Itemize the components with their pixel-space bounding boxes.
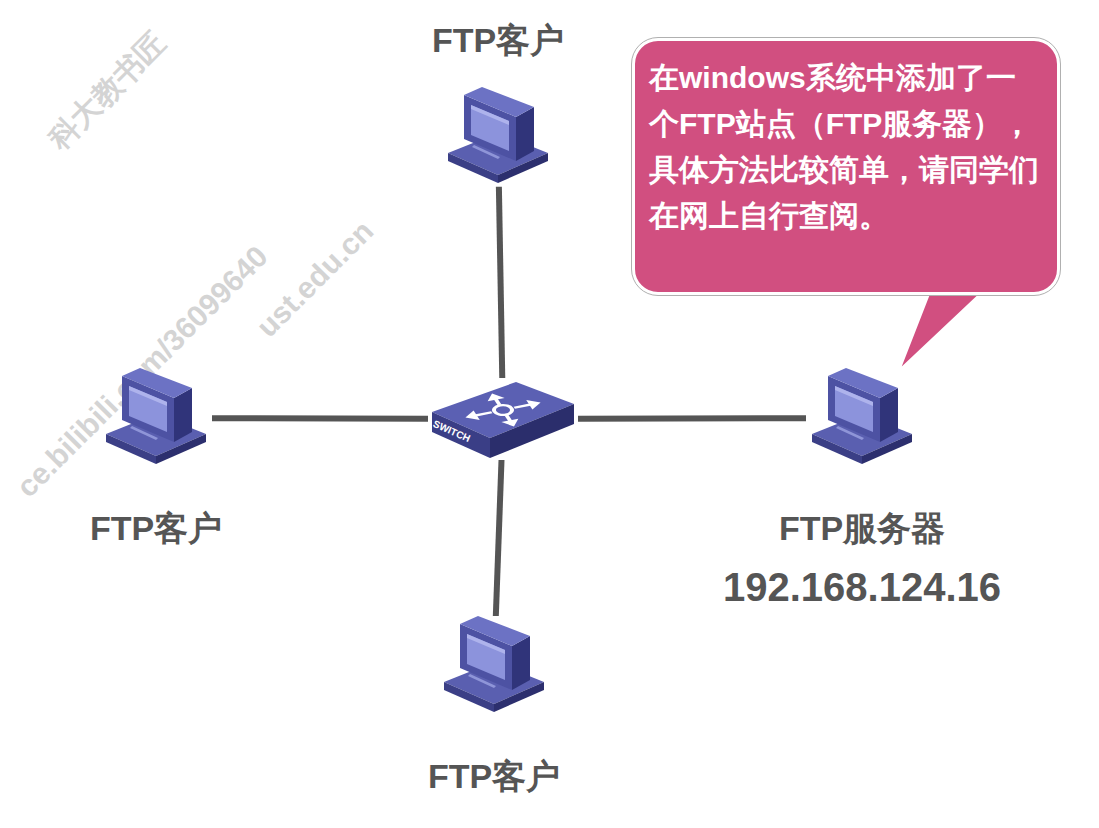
computer-icon — [806, 368, 918, 468]
device-label: FTP客户 — [418, 20, 578, 61]
computer-icon — [438, 616, 550, 716]
computer-node: FTP客户 — [418, 20, 578, 187]
callout-text: 在windows系统中添加了一个FTP站点（FTP服务器），具体方法比较简单，请… — [649, 55, 1043, 239]
device-label: FTP客户 — [76, 508, 236, 549]
device-label: FTP客户 — [414, 756, 574, 797]
switch-icon — [428, 378, 578, 460]
computer-icon — [442, 87, 554, 187]
switch-node: SWITCH — [428, 378, 578, 460]
device-label: FTP服务器 — [712, 508, 1012, 549]
ip-address: 192.168.124.16 — [712, 563, 1012, 611]
computer-icon — [438, 616, 550, 716]
watermark: 科大教书匠 — [40, 24, 175, 159]
watermark: ust.edu.cn — [250, 214, 380, 344]
speech-callout: 在windows系统中添加了一个FTP站点（FTP服务器），具体方法比较简单，请… — [632, 38, 1060, 295]
network-cable — [496, 460, 502, 616]
computer-icon — [806, 368, 918, 468]
computer-node: FTP服务器 192.168.124.16 — [712, 368, 1012, 611]
computer-icon — [442, 87, 554, 187]
network-cable — [212, 415, 428, 422]
callout-tail — [898, 290, 985, 372]
network-cable — [578, 415, 806, 422]
computer-icon — [100, 368, 212, 468]
network-cable — [499, 187, 502, 378]
computer-node: FTP客户 — [414, 616, 574, 797]
computer-node: FTP客户 — [76, 368, 236, 549]
computer-icon — [100, 368, 212, 468]
